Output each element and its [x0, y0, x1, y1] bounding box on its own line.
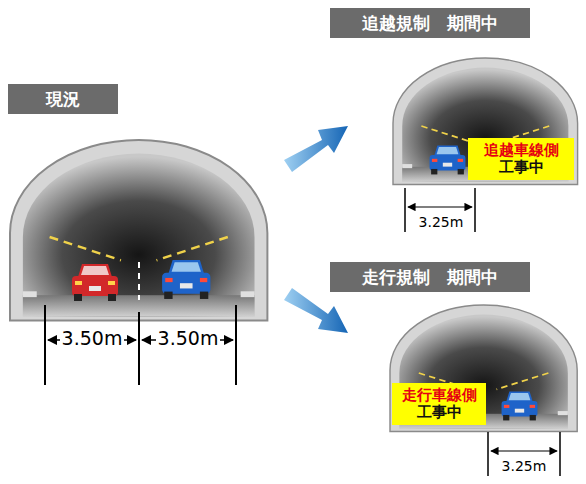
node-text: 工事中	[499, 159, 544, 176]
dimension-label: 3.25m	[500, 458, 549, 474]
dimension-label: 3.50m	[156, 327, 221, 349]
node-text: 追越車線側	[484, 142, 559, 159]
state-label: 追越規制 期間中	[330, 8, 530, 38]
node-text: 現況	[46, 88, 80, 111]
state-label: 現況	[8, 84, 118, 114]
node-text: 走行規制 期間中	[362, 266, 498, 289]
dimension-label: 3.25m	[417, 214, 466, 230]
node-text: 追越規制 期間中	[362, 12, 498, 35]
node-text: 工事中	[417, 404, 462, 421]
work-sign: 追越車線側工事中	[468, 138, 574, 180]
work-sign: 走行車線側工事中	[392, 383, 486, 425]
dimension-label: 3.50m	[60, 327, 125, 349]
state-label: 走行規制 期間中	[330, 262, 530, 292]
node-text: 走行車線側	[402, 387, 477, 404]
